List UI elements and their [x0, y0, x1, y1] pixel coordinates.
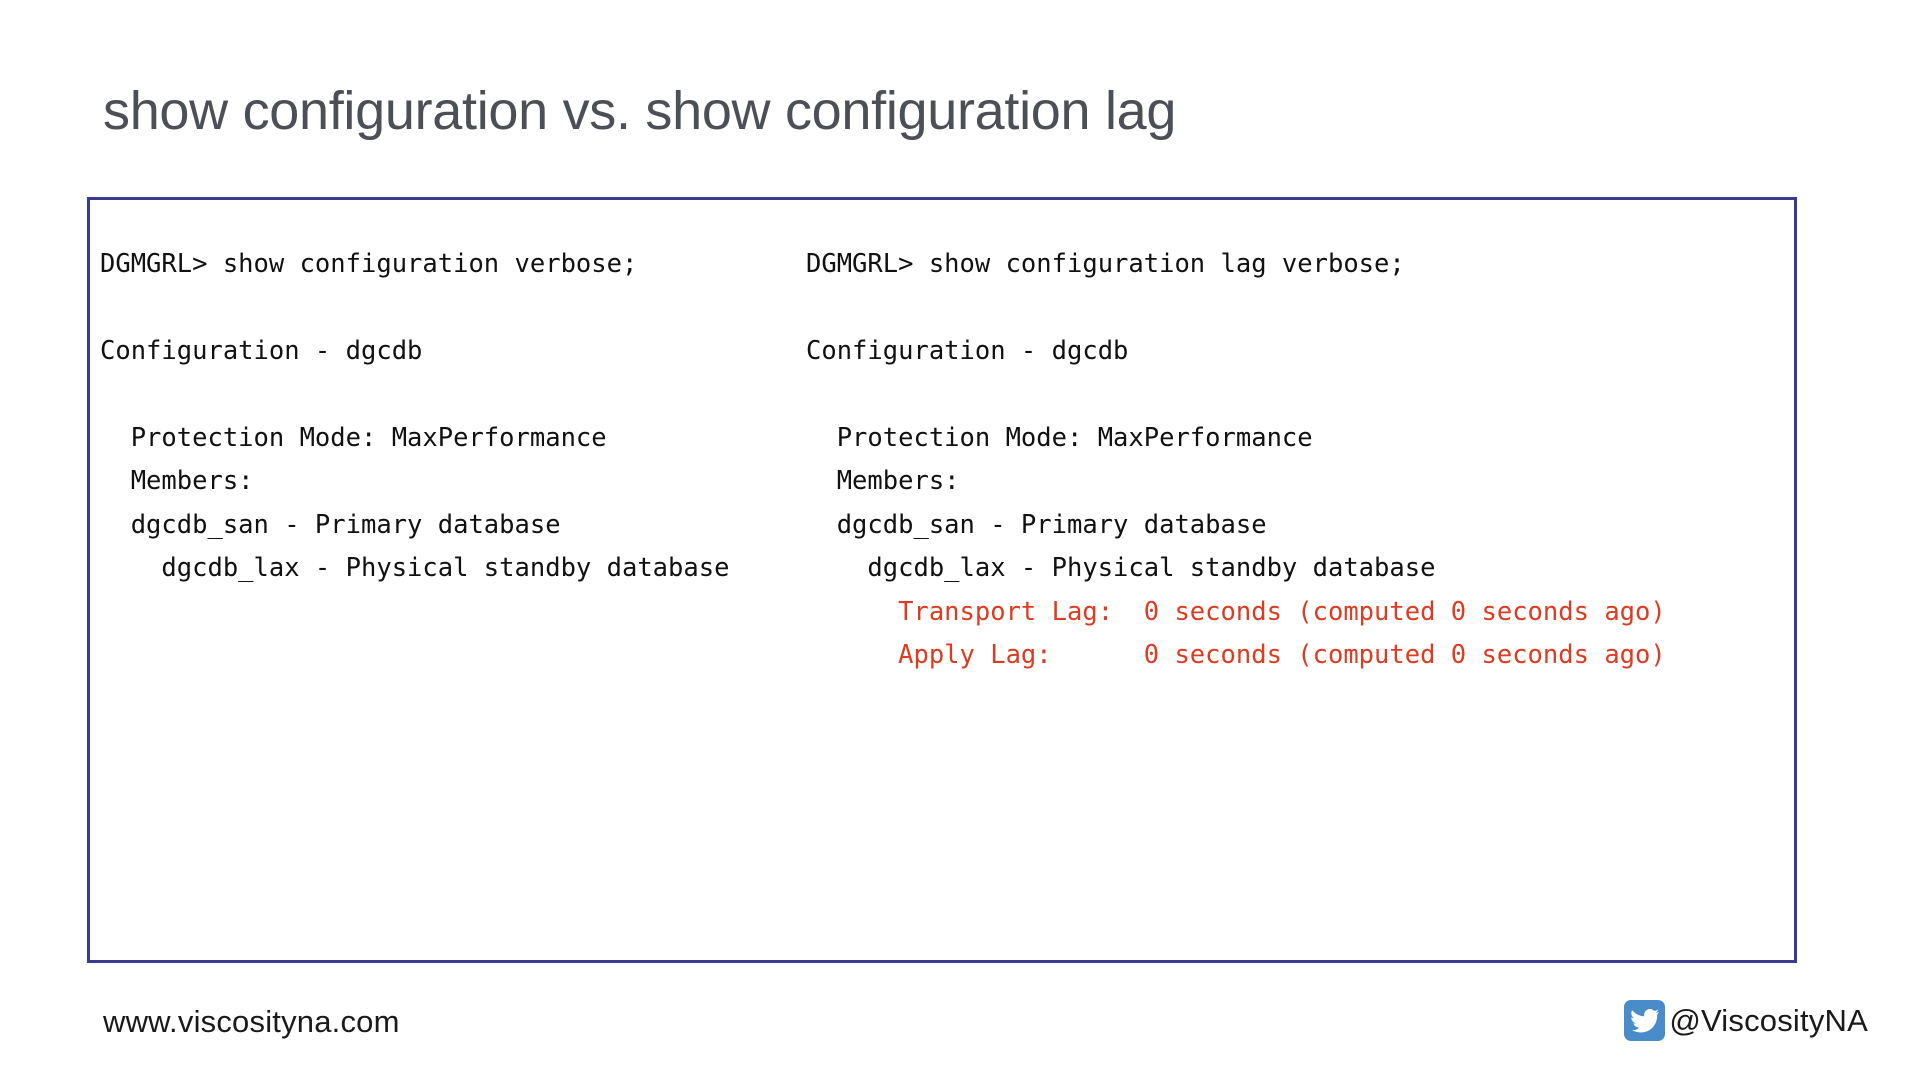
show-configuration-lag-output-line: dgcdb_lax - Physical standby database [806, 553, 1436, 583]
show-configuration-output-line [100, 591, 729, 635]
show-configuration-lag-output-line: dgcdb_san - Primary database [806, 509, 1267, 540]
code-columns: DGMGRL> show configuration verbose; Conf… [90, 200, 1794, 960]
twitter-icon [1624, 1000, 1666, 1041]
show-configuration-output-line: Configuration - dgcdb [100, 335, 423, 366]
show-configuration-output-line: Members: [100, 466, 254, 496]
show-configuration-output-line: dgcdb_san - Primary database [100, 509, 561, 540]
show-configuration-lag-output-line [806, 373, 1666, 417]
show-configuration-lag-output-line: DGMGRL> show configuration lag verbose; [806, 248, 1405, 279]
page-title: show configuration vs. show configuratio… [103, 81, 1177, 141]
show-configuration-lag-output-line: Apply Lag: 0 seconds (computed 0 seconds… [806, 640, 1666, 670]
show-configuration-output-line: Protection Mode: MaxPerformance [100, 422, 607, 453]
footer-social-group: @ViscosityNA [1624, 1000, 1868, 1041]
show-configuration-output-line: DGMGRL> show configuration verbose; [100, 248, 638, 279]
footer-twitter-handle: @ViscosityNA [1669, 1002, 1868, 1038]
footer-website-url: www.viscosityna.com [103, 1004, 400, 1039]
show-configuration-lag-output-line: Transport Lag: 0 seconds (computed 0 sec… [806, 596, 1666, 627]
show-configuration-output-line [100, 373, 729, 417]
show-configuration-lag-output-line: Protection Mode: MaxPerformance [806, 422, 1313, 453]
show-configuration-lag-output-column: DGMGRL> show configuration lag verbose; … [806, 243, 1666, 678]
show-configuration-lag-output-line: Configuration - dgcdb [806, 335, 1129, 366]
code-comparison-box: DGMGRL> show configuration verbose; Conf… [87, 197, 1797, 963]
show-configuration-output-line [100, 634, 729, 678]
show-configuration-output-line [100, 286, 729, 330]
show-configuration-lag-output-line [806, 286, 1666, 330]
show-configuration-output-column: DGMGRL> show configuration verbose; Conf… [100, 243, 729, 678]
show-configuration-lag-output-line: Members: [806, 466, 960, 496]
show-configuration-output-line: dgcdb_lax - Physical standby database [100, 553, 730, 583]
